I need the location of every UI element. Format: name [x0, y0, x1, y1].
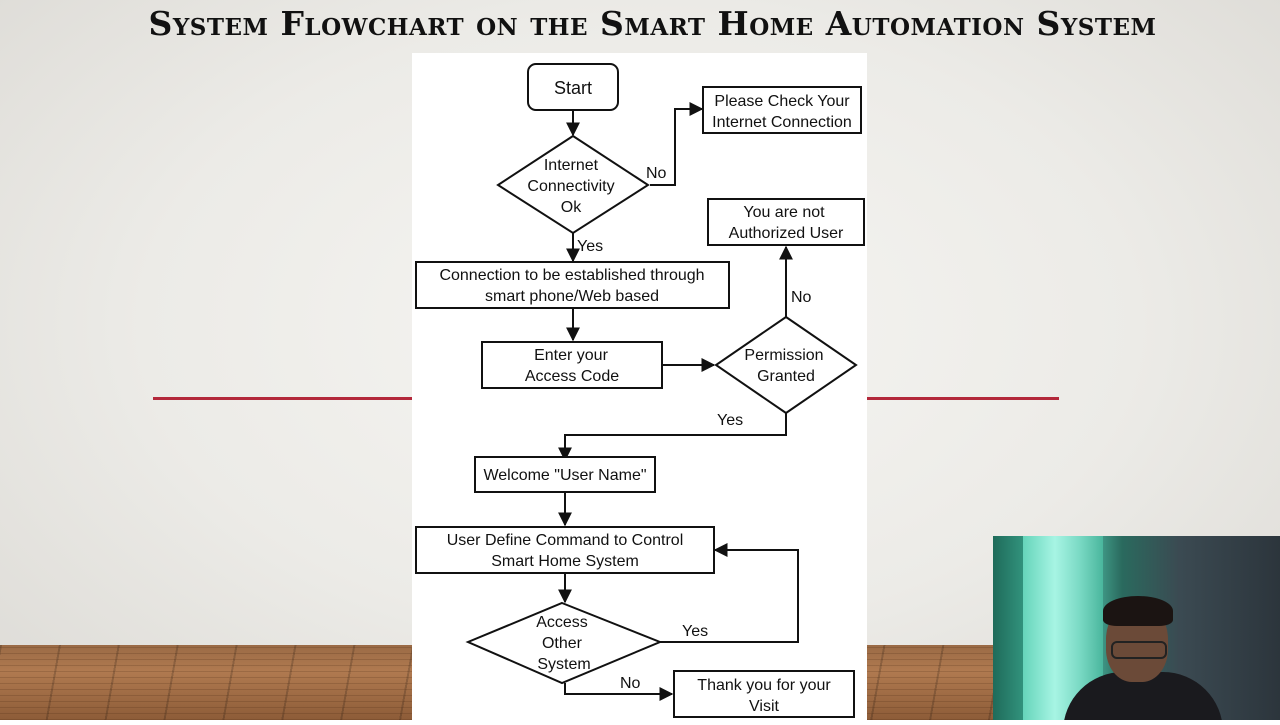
user-command-label-1: User Define Command to Control	[447, 532, 684, 549]
accent-line-right	[865, 397, 1059, 400]
start-terminal	[527, 63, 619, 111]
internet-label-3: Ok	[561, 199, 582, 216]
not-authorized-label-2: Authorized User	[729, 225, 844, 242]
user-command-box	[415, 526, 715, 574]
welcome-label: Welcome "User Name"	[483, 467, 646, 484]
access-other-label-2: Other	[542, 635, 583, 652]
connection-label-2: smart phone/Web based	[485, 288, 659, 305]
edge-label-access-no: No	[620, 675, 641, 692]
check-connection-box	[702, 86, 862, 134]
presenter-hair	[1103, 596, 1173, 626]
flowchart: Start Internet Connectivity Ok Please Ch…	[415, 63, 865, 718]
permission-decision	[714, 315, 858, 415]
start-label: Start	[554, 78, 592, 98]
permission-label-1: Permission	[744, 347, 823, 364]
accent-line-left	[153, 397, 415, 400]
user-command-label-2: Smart Home System	[491, 553, 639, 570]
internet-label-2: Connectivity	[527, 178, 614, 195]
welcome-box	[474, 456, 656, 493]
arrow-internet-no	[650, 102, 704, 186]
connection-label-1: Connection to be established through	[439, 267, 704, 284]
presenter-glasses	[1111, 641, 1167, 659]
edge-label-internet-no: No	[646, 165, 667, 182]
arrow-access-no	[564, 683, 674, 701]
slide-title: System Flowchart on the Smart Home Autom…	[148, 4, 1157, 43]
flow-connectors	[558, 102, 799, 701]
internet-decision	[496, 134, 650, 235]
not-authorized-label-1: You are not	[743, 204, 825, 221]
access-other-label-1: Access	[536, 614, 588, 631]
edge-label-access-yes: Yes	[682, 623, 708, 640]
access-code-label-1: Enter your	[534, 347, 608, 364]
thank-you-label-1: Thank you for your	[697, 677, 831, 694]
access-other-label-3: System	[537, 656, 590, 673]
thank-you-label-2: Visit	[749, 698, 779, 715]
access-code-label-2: Access Code	[525, 368, 619, 385]
thank-you-box	[673, 670, 855, 718]
internet-label-1: Internet	[544, 157, 599, 174]
presenter-webcam	[993, 536, 1280, 720]
permission-label-2: Granted	[757, 368, 815, 385]
connection-box	[415, 261, 730, 309]
access-other-decision	[465, 601, 663, 685]
check-connection-label-1: Please Check Your	[714, 93, 850, 110]
arrow-access-yes-loop	[660, 543, 799, 643]
edge-label-permission-yes: Yes	[717, 412, 743, 429]
flowchart-panel: Start Internet Connectivity Ok Please Ch…	[412, 53, 867, 720]
edge-label-internet-yes: Yes	[577, 238, 603, 255]
check-connection-label-2: Internet Connection	[712, 114, 852, 131]
arrow-permission-yes	[558, 413, 787, 462]
edge-label-permission-no: No	[791, 289, 812, 306]
access-code-box	[481, 341, 663, 389]
not-authorized-box	[707, 198, 865, 246]
